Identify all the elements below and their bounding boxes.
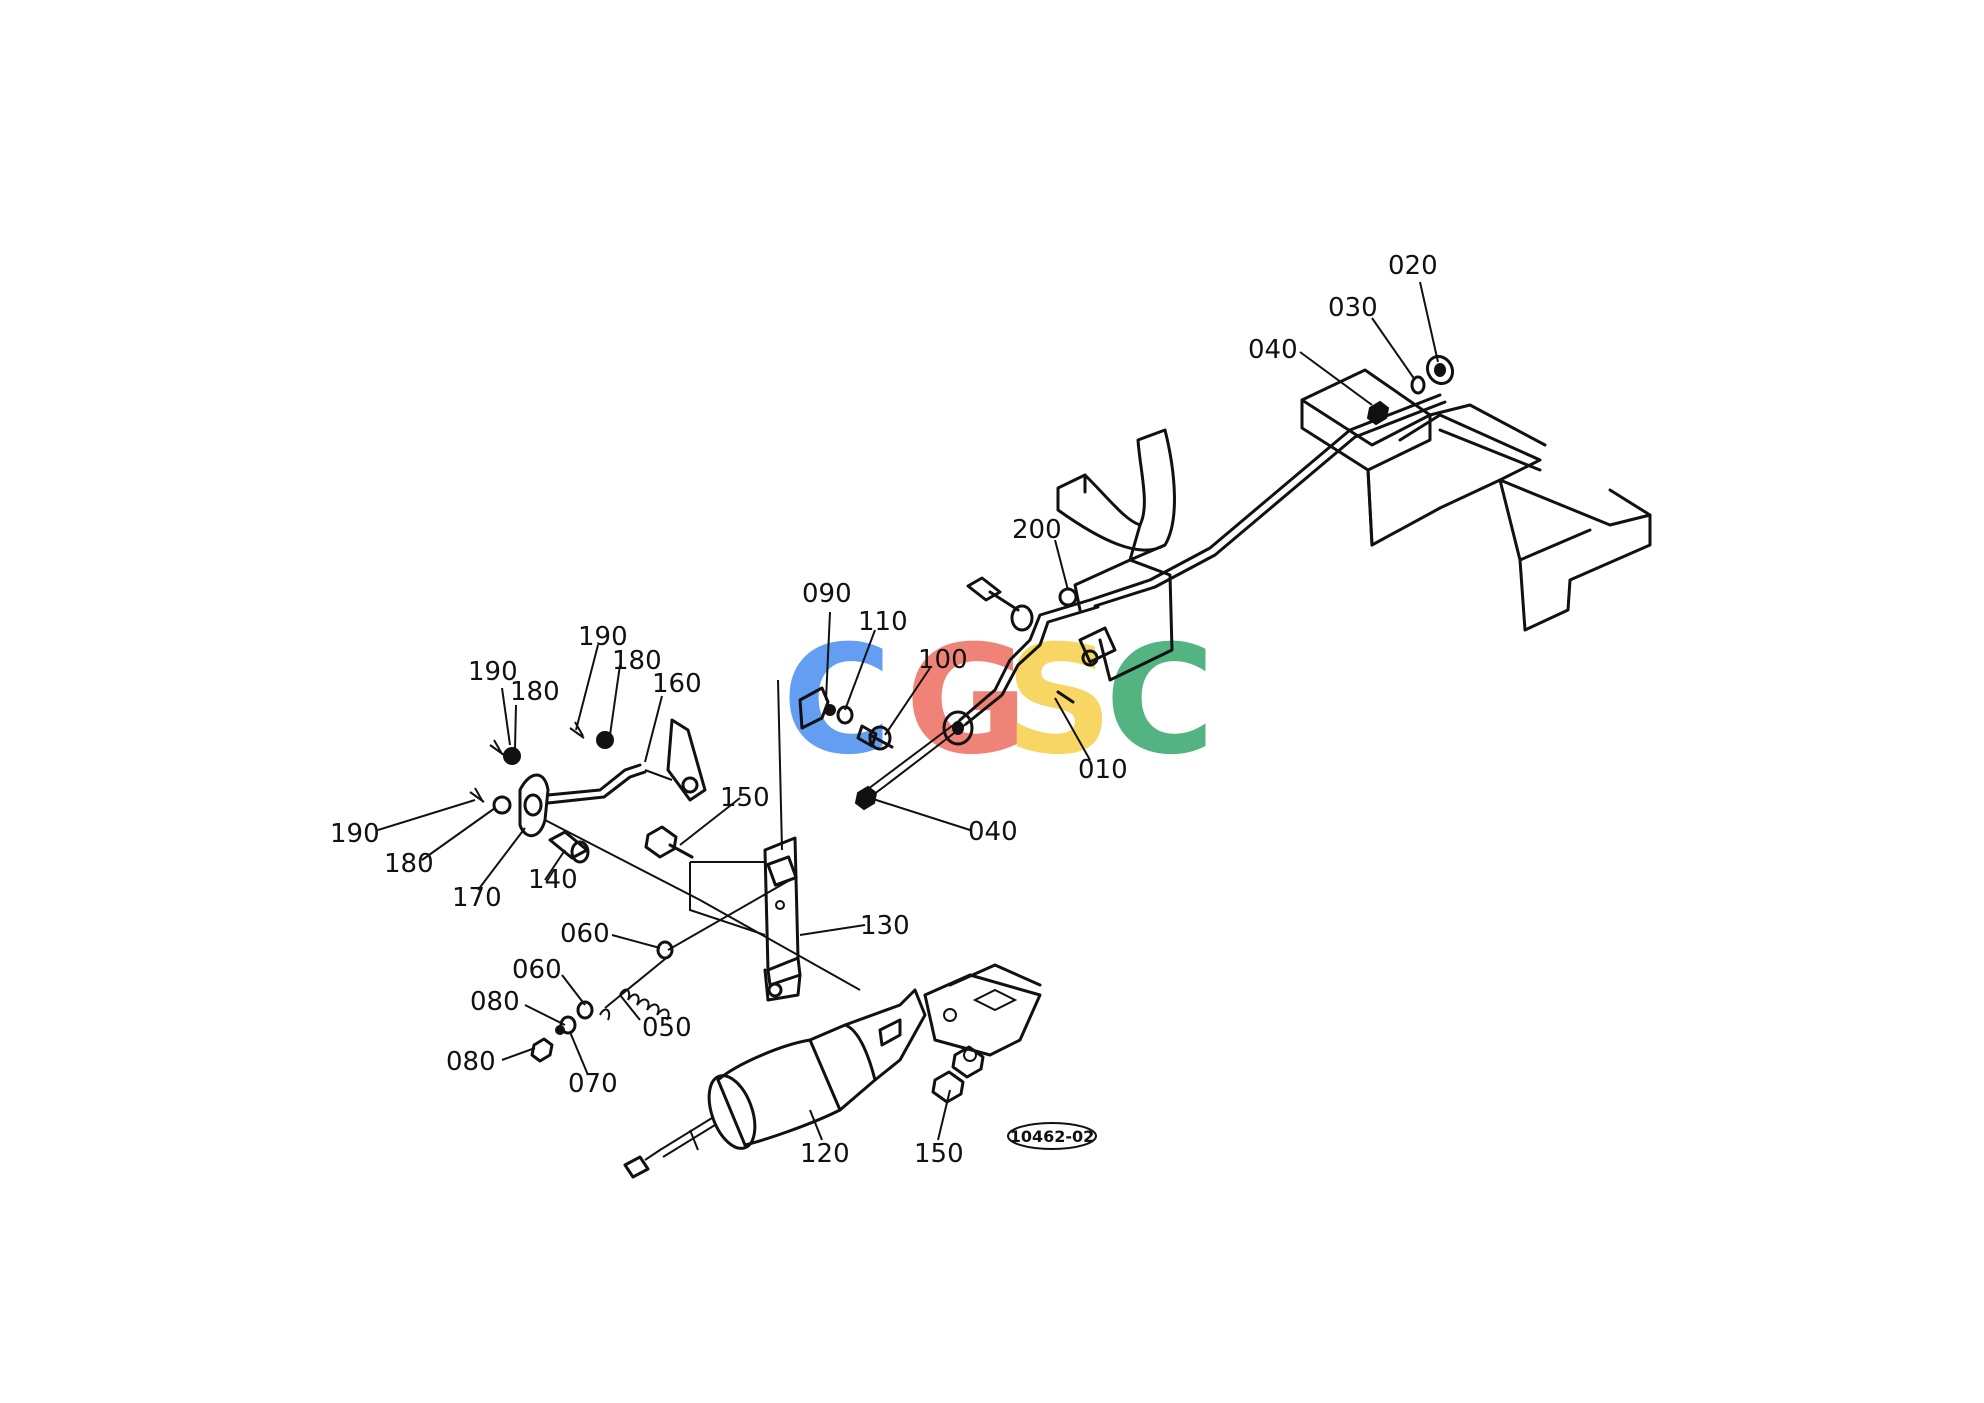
- callout-130: 130: [860, 911, 910, 941]
- callout-080-a: 080: [470, 987, 520, 1017]
- callout-170: 170: [452, 883, 502, 913]
- callout-030: 030: [1328, 293, 1378, 323]
- callout-060-b: 060: [512, 955, 562, 985]
- callout-060-a: 060: [560, 919, 610, 949]
- callout-050: 050: [642, 1013, 692, 1043]
- callout-070: 070: [568, 1069, 618, 1099]
- solenoid-120: [623, 988, 927, 1179]
- callout-120: 120: [800, 1139, 850, 1169]
- throttle-rod: [859, 393, 1447, 801]
- rod-hardware: [854, 354, 1455, 811]
- callout-200: 200: [1012, 515, 1062, 545]
- housing-bracket: [1300, 368, 1652, 632]
- bolt-150-top: [644, 825, 694, 859]
- callout-190-c: 190: [330, 819, 380, 849]
- callout-040-top: 040: [1248, 335, 1298, 365]
- callout-010: 010: [1078, 755, 1128, 785]
- callout-020: 020: [1388, 251, 1438, 281]
- watermark-letter-1: C: [782, 614, 892, 788]
- callout-110: 110: [858, 607, 908, 637]
- roller-140: [548, 830, 590, 864]
- callout-160: 160: [652, 669, 702, 699]
- callout-150-top: 150: [720, 783, 770, 813]
- watermark-letter-4: C: [1105, 614, 1215, 788]
- callout-040-bottom: 040: [968, 817, 1018, 847]
- watermark: C G S C: [782, 614, 1215, 788]
- leader-lines: [377, 281, 1439, 1141]
- fork-bracket: [1056, 428, 1176, 682]
- watermark-letter-2: G: [905, 614, 1028, 788]
- reference-number: 10462-02: [1010, 1127, 1095, 1146]
- left-lever-assembly: [469, 718, 861, 991]
- mount-bracket: [923, 963, 1042, 1104]
- callout-180-c: 180: [384, 849, 434, 879]
- callout-080-b: 080: [446, 1047, 496, 1077]
- callout-140: 140: [528, 865, 578, 895]
- spring-assembly: [530, 879, 791, 1063]
- watermark-letter-3: S: [1005, 614, 1113, 788]
- callout-180-b: 180: [612, 646, 662, 676]
- callout-090: 090: [802, 579, 852, 609]
- lever-090: [798, 686, 894, 751]
- callout-150-bottom: 150: [914, 1139, 964, 1169]
- reference-code: 10462-02: [1007, 1122, 1097, 1150]
- callout-190-a: 190: [468, 657, 518, 687]
- callout-180-a: 180: [510, 677, 560, 707]
- callout-100: 100: [918, 645, 968, 675]
- callout-labels: 020 030 040 200 090 110 100 010 040 150 …: [330, 251, 1438, 1169]
- callout-190-b: 190: [578, 622, 628, 652]
